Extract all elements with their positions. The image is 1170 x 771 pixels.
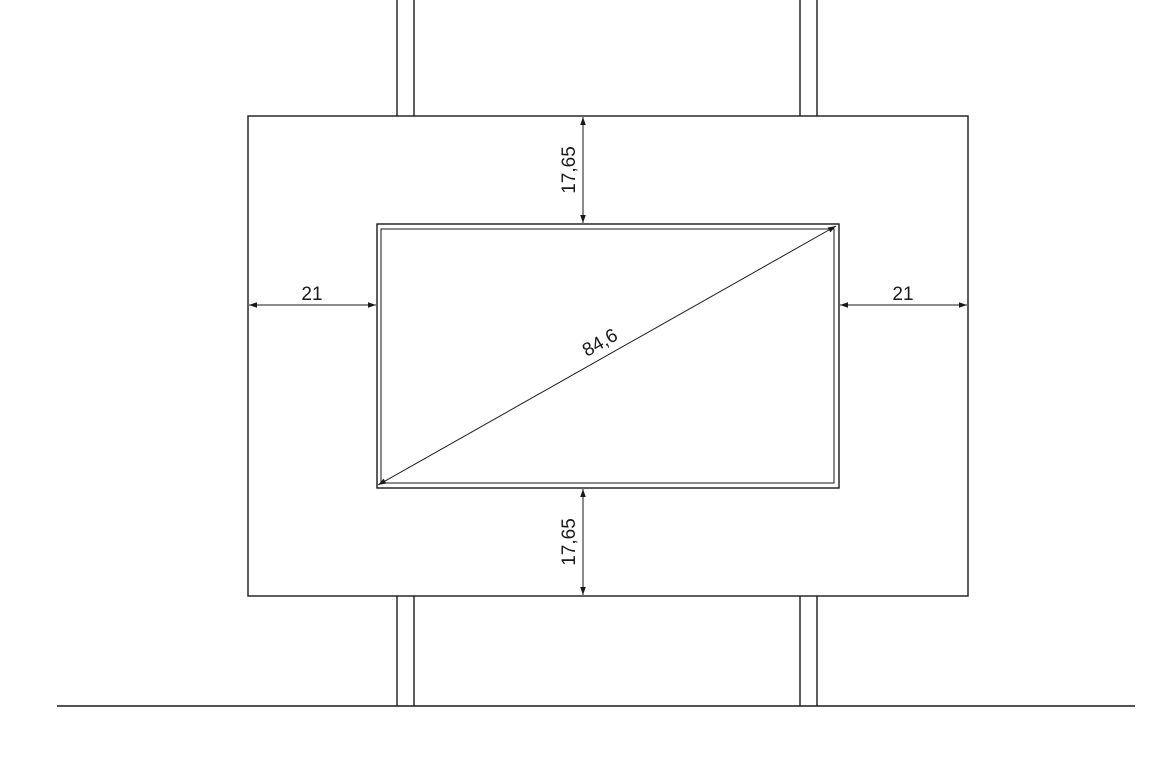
right-post-top [799, 0, 818, 116]
screen-outer-frame [376, 223, 840, 489]
outer-panel [247, 115, 969, 597]
diagonal-dimension-label: 84,6 [579, 325, 622, 361]
diagonal-dimension-line [377, 225, 837, 486]
left-post-bottom [396, 596, 415, 706]
top-gap-dimension-label: 17,65 [559, 146, 580, 194]
left-gap-dimension-label: 21 [301, 284, 322, 305]
left-post-top [396, 0, 415, 116]
bottom-gap-dimension-label: 17,65 [559, 518, 580, 566]
right-gap-dimension-label: 21 [892, 284, 913, 305]
right-post-bottom [799, 596, 818, 706]
